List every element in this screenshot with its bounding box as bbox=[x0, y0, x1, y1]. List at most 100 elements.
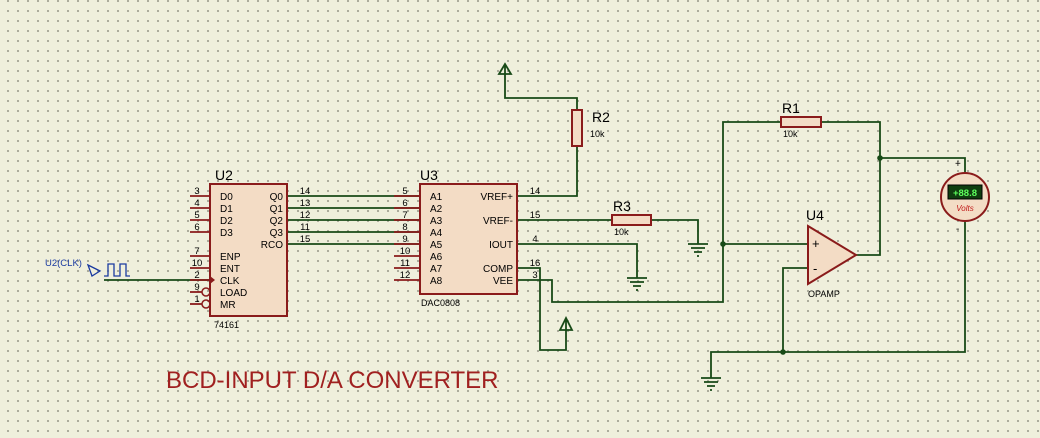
opamp-u4[interactable]: + - U4 OPAMP bbox=[806, 207, 858, 299]
pin-number: 2 bbox=[194, 270, 199, 281]
pin-label: ENT bbox=[220, 264, 240, 275]
pin-number: 16 bbox=[530, 258, 541, 269]
pin-label: D3 bbox=[220, 228, 233, 239]
pin-number: 12 bbox=[300, 210, 311, 221]
pin-number: 9 bbox=[194, 282, 199, 293]
resistor-r1[interactable]: R1 10k bbox=[780, 100, 822, 139]
pin-label: A5 bbox=[430, 240, 443, 251]
ground-icon bbox=[701, 377, 721, 391]
u2-counter[interactable]: U2 74161 3D04D15D26D37ENP10ENT2CLK9LOAD1… bbox=[190, 167, 310, 330]
u4-ref: U4 bbox=[806, 207, 824, 223]
u3-body bbox=[419, 183, 518, 295]
pin-number: 13 bbox=[300, 198, 311, 209]
pin-number: 12 bbox=[400, 270, 411, 281]
wire-feedback-left[interactable] bbox=[722, 121, 781, 244]
r3-ref: R3 bbox=[613, 198, 631, 214]
junction-dot bbox=[780, 349, 786, 355]
pin-label: VEE bbox=[493, 276, 513, 287]
pin-label: Q2 bbox=[270, 216, 284, 227]
wire-comp-power[interactable] bbox=[517, 267, 567, 351]
pin-number: 5 bbox=[402, 186, 407, 197]
voltmeter-reading: +88.8 bbox=[953, 188, 977, 199]
wire-meter-ground[interactable] bbox=[710, 222, 966, 378]
wire-r3-ground[interactable] bbox=[651, 219, 699, 244]
pin-number: 7 bbox=[194, 246, 199, 257]
pin-label: D2 bbox=[220, 216, 233, 227]
pin-label: IOUT bbox=[489, 240, 513, 251]
pin-number: 11 bbox=[400, 258, 410, 269]
u3-part: DAC0808 bbox=[421, 298, 460, 308]
wire-r2-power[interactable] bbox=[504, 74, 578, 110]
clock-edge-icon bbox=[210, 276, 215, 284]
pin-label: A2 bbox=[430, 204, 443, 215]
pin-label: D1 bbox=[220, 204, 233, 215]
resistor-r3[interactable]: R3 10k bbox=[611, 198, 652, 237]
r3-value: 10k bbox=[614, 227, 629, 237]
u3-ref: U3 bbox=[420, 167, 438, 183]
r2-ref: R2 bbox=[592, 109, 610, 125]
square-wave-icon bbox=[104, 263, 130, 277]
r1-ref: R1 bbox=[782, 100, 800, 116]
r2-body bbox=[571, 109, 583, 147]
junction-dot bbox=[720, 241, 726, 247]
pin-label: CLK bbox=[220, 276, 240, 287]
pin-label: ENP bbox=[220, 252, 241, 263]
pin-number: 15 bbox=[300, 234, 311, 245]
junction-dot bbox=[877, 155, 883, 161]
pin-label: A4 bbox=[430, 228, 443, 239]
wire-opamp-minus[interactable] bbox=[782, 267, 808, 352]
pin-label: Q1 bbox=[270, 204, 284, 215]
pin-label: COMP bbox=[483, 264, 513, 275]
power-terminal[interactable] bbox=[558, 315, 574, 331]
pin-label: A8 bbox=[430, 276, 443, 287]
pin-number: 10 bbox=[400, 246, 411, 257]
pin-number: 10 bbox=[192, 258, 203, 269]
diagram-title: BCD-INPUT D/A CONVERTER bbox=[166, 367, 499, 394]
r2-value: 10k bbox=[590, 129, 605, 139]
voltmeter-unit: Volts bbox=[956, 204, 974, 213]
pin-number: 4 bbox=[194, 198, 199, 209]
voltmeter-display bbox=[947, 184, 983, 200]
pin-number: 5 bbox=[194, 210, 199, 221]
ground-icon bbox=[688, 243, 708, 257]
wire-vee-node[interactable] bbox=[517, 244, 724, 303]
pin-number: 7 bbox=[402, 210, 407, 221]
pin-number: 6 bbox=[194, 222, 199, 233]
pin-number: 11 bbox=[300, 222, 310, 233]
power-terminal[interactable] bbox=[497, 62, 513, 75]
pin-label: Q0 bbox=[270, 192, 284, 203]
wire-vref-plus-r2[interactable] bbox=[517, 146, 578, 197]
pin-number: 15 bbox=[530, 210, 541, 221]
pin-number: 3 bbox=[194, 186, 199, 197]
ground-symbol[interactable] bbox=[701, 377, 721, 391]
inversion-bubble bbox=[201, 287, 211, 297]
pin-label: VREF+ bbox=[480, 192, 513, 203]
voltmeter-minus: - bbox=[956, 224, 959, 235]
voltmeter[interactable]: +88.8 Volts + - bbox=[940, 159, 990, 235]
opamp-plus-sign: + bbox=[812, 236, 820, 251]
pin-label: D0 bbox=[220, 192, 233, 203]
pin-label: Q3 bbox=[270, 228, 284, 239]
resistor-r2[interactable]: R2 10k bbox=[571, 109, 610, 147]
clock-generator[interactable]: U2(CLK) bbox=[45, 258, 130, 277]
ground-symbol[interactable] bbox=[627, 277, 647, 291]
u2-ref: U2 bbox=[215, 167, 233, 183]
wire-feedback-right[interactable] bbox=[821, 121, 881, 158]
ground-symbol[interactable] bbox=[688, 243, 708, 257]
pin-number: 1 bbox=[194, 294, 199, 305]
pin-label: LOAD bbox=[220, 288, 247, 299]
power-arrow-icon bbox=[558, 315, 574, 331]
pin-number: 6 bbox=[402, 198, 407, 209]
wire-iout-ground[interactable] bbox=[517, 243, 638, 278]
opamp-body bbox=[807, 224, 858, 286]
u2-body bbox=[209, 183, 288, 317]
pin-number: 8 bbox=[402, 222, 407, 233]
pin-label: A7 bbox=[430, 264, 443, 275]
